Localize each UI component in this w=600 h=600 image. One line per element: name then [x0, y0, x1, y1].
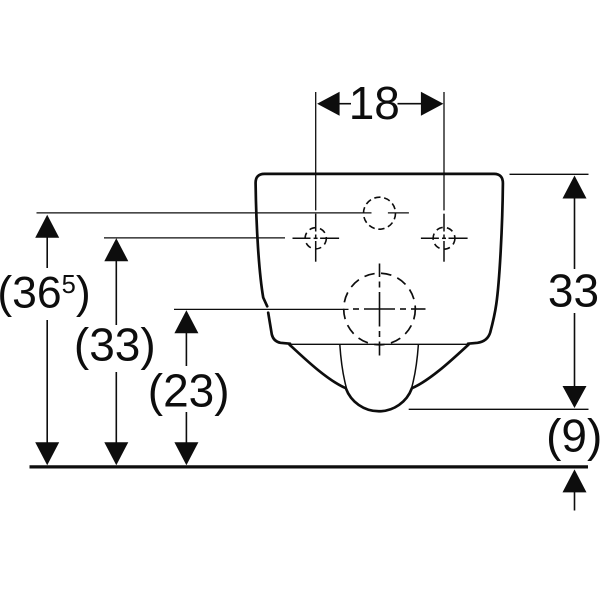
svg-text:(365): (365): [0, 269, 91, 318]
svg-text:(33): (33): [74, 319, 156, 371]
svg-text:18: 18: [349, 77, 400, 129]
svg-text:(23): (23): [148, 365, 230, 417]
svg-text:(9): (9): [546, 409, 600, 461]
svg-text:33: 33: [548, 265, 599, 317]
